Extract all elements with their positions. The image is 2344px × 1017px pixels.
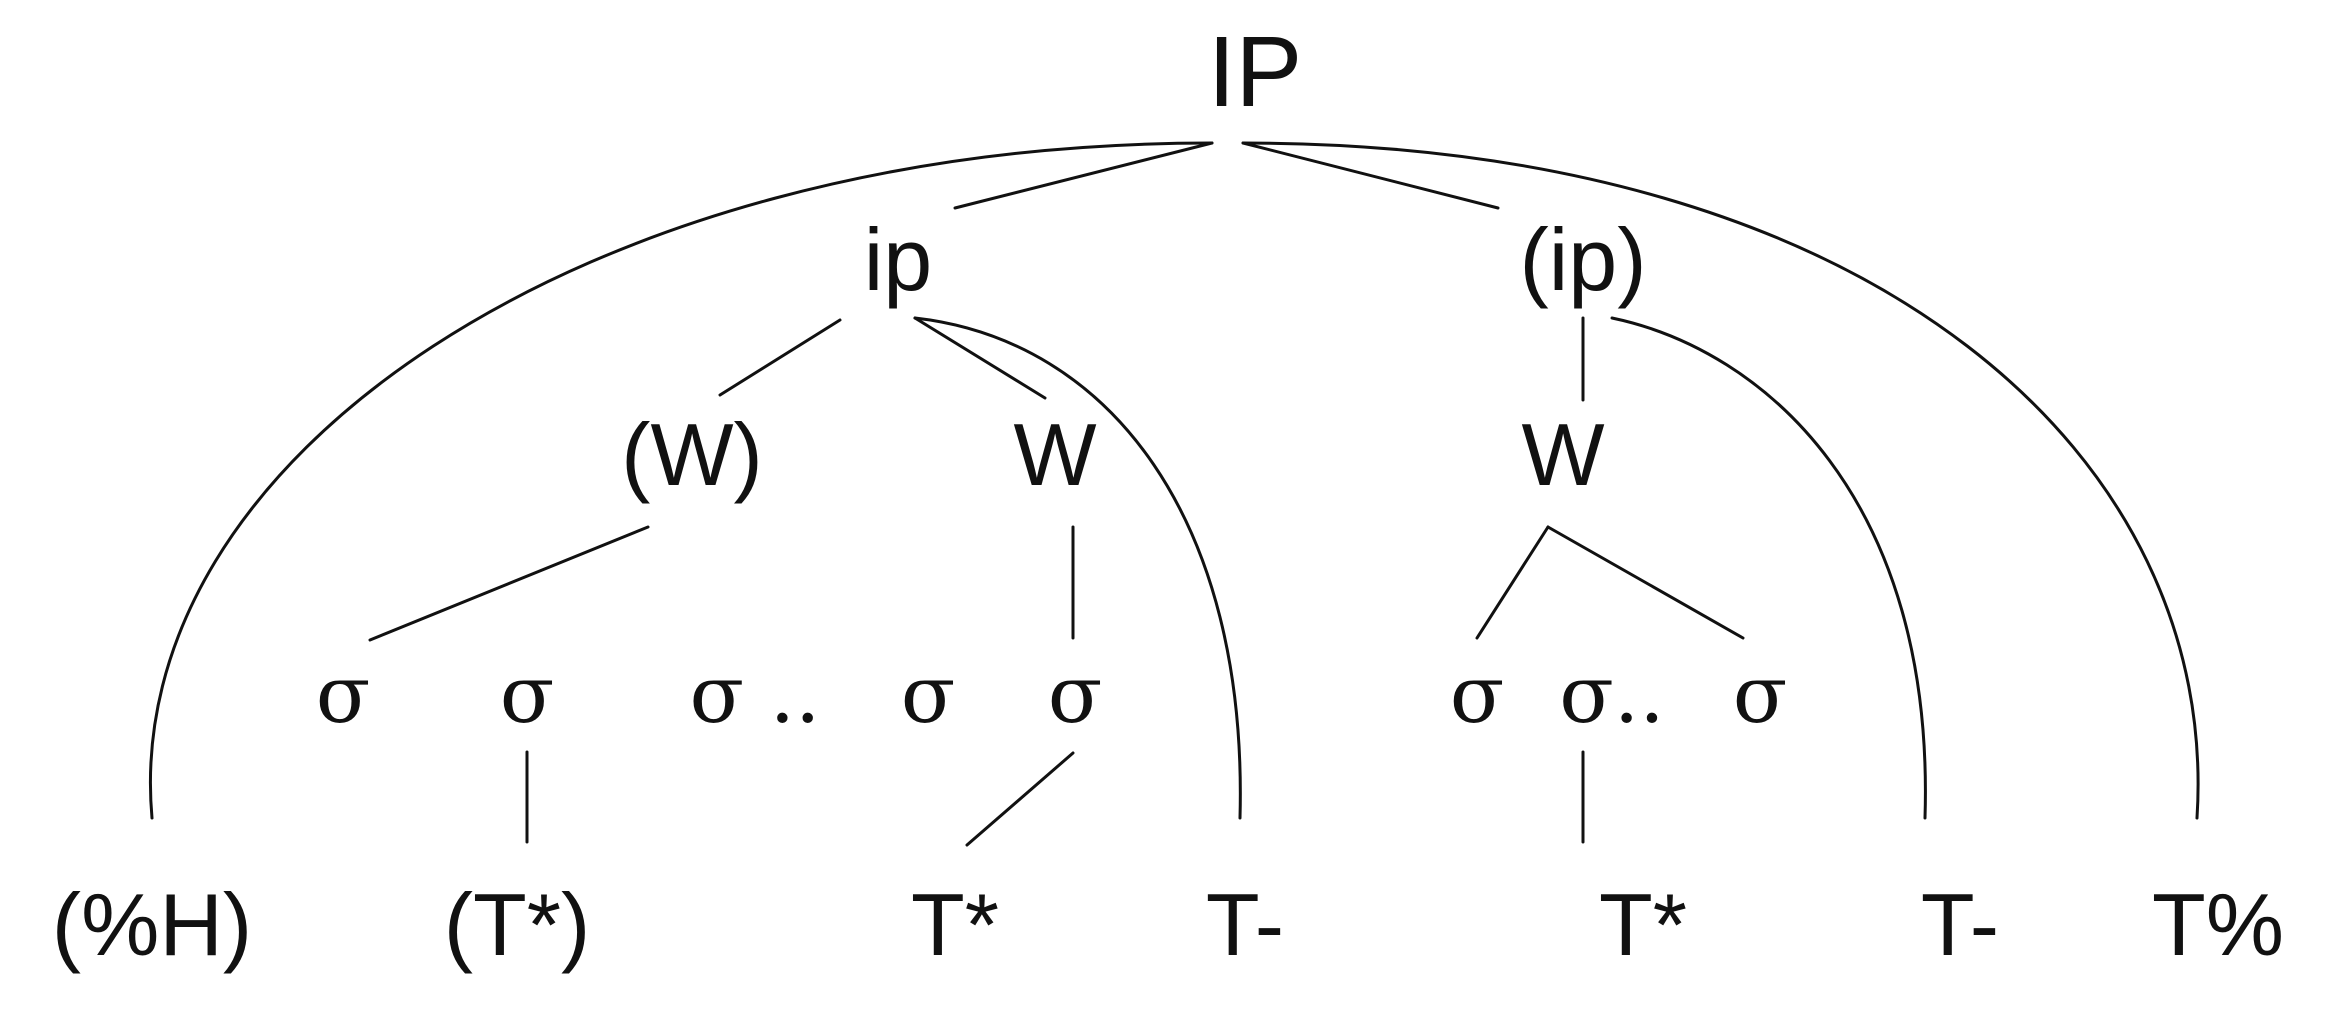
edge-IP-pct-H — [149, 141, 1214, 820]
node-sigma-4: σ — [901, 648, 956, 741]
node-tone-T-star-right: T* — [1599, 875, 1687, 974]
node-sigma-3: σ .. — [690, 648, 821, 741]
node-sigma-2: σ — [500, 648, 555, 741]
node-W-left: W — [1013, 405, 1096, 504]
edge-IP-T-pct — [1241, 141, 2200, 820]
node-tone-T-star-left: T* — [911, 875, 999, 974]
node-tone-T-minus-right: T- — [1921, 875, 1999, 974]
node-W-right: W — [1521, 405, 1604, 504]
edge-W-optional-sigma-1 — [368, 525, 650, 642]
node-tone-T-pct: T% — [2152, 875, 2284, 974]
node-tone-pct-H: (%H) — [52, 875, 252, 974]
edge-ip-optional-T-minus-right — [1610, 316, 1927, 820]
edge-ip-W-left — [913, 316, 1047, 400]
edge-W-right-sigma-8 — [1546, 525, 1745, 640]
node-tone-T-minus-left: T- — [1206, 875, 1284, 974]
edge-ip-T-minus-left — [913, 316, 1242, 820]
node-sigma-8: σ — [1733, 648, 1788, 741]
node-sigma-5: σ — [1048, 648, 1103, 741]
node-sigma-1: σ — [316, 648, 371, 741]
node-sigma-7: σ.. — [1559, 648, 1664, 741]
node-W-optional: (W) — [621, 405, 763, 504]
node-ip-optional: (ip) — [1519, 210, 1646, 309]
edge-IP-ip-optional — [1241, 141, 1500, 210]
node-IP: IP — [1208, 16, 1302, 128]
node-ip: ip — [864, 210, 933, 309]
edge-W-right-sigma-6 — [1475, 525, 1550, 640]
edge-ip-W-optional — [718, 318, 842, 397]
edge-IP-ip — [953, 141, 1214, 210]
node-sigma-6: σ — [1450, 648, 1505, 741]
edge-sigma-5-T-star — [965, 751, 1075, 847]
node-tone-T-star-optional: (T*) — [444, 875, 591, 974]
